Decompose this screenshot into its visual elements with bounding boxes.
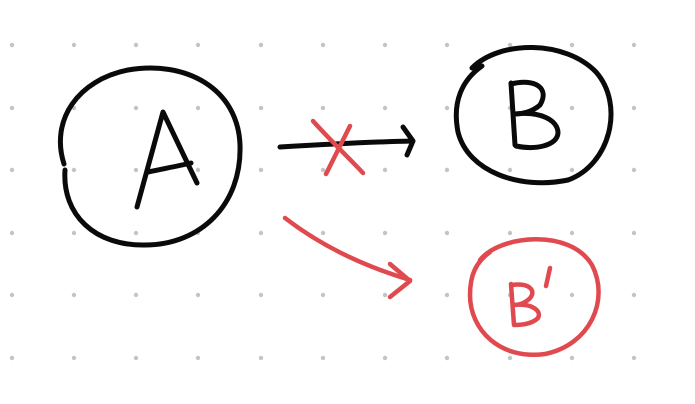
node-b-circle [453, 45, 614, 186]
grid-dot [569, 105, 575, 111]
grid-dot [631, 42, 637, 48]
grid-dot [507, 167, 513, 173]
grid-dot [444, 355, 450, 361]
grid-dot [9, 167, 15, 173]
grid-dot [320, 167, 326, 173]
grid-dot [258, 167, 264, 173]
grid-dot [71, 355, 77, 361]
grid-dot [320, 105, 326, 111]
edge-a-to-b-prime-arrowhead [387, 261, 413, 300]
grid-dot [320, 292, 326, 298]
grid-dot [71, 230, 77, 236]
dot-grid [9, 42, 637, 361]
node-b-prime-glyph [508, 265, 553, 328]
grid-dot [569, 230, 575, 236]
grid-dot [71, 292, 77, 298]
grid-dot [133, 42, 139, 48]
grid-dot [569, 355, 575, 361]
grid-dot [382, 355, 388, 361]
edge-a-to-b-cross-mark [310, 118, 366, 177]
grid-dot [444, 167, 450, 173]
grid-dot [195, 167, 201, 173]
grid-dot [569, 292, 575, 298]
grid-dot [258, 355, 264, 361]
grid-dot [507, 230, 513, 236]
grid-dot [382, 42, 388, 48]
grid-dot [195, 292, 201, 298]
grid-dot [382, 167, 388, 173]
edge-a-to-b-arrowhead [400, 124, 416, 158]
grid-dot [9, 105, 15, 111]
grid-dot [258, 292, 264, 298]
grid-dot [631, 292, 637, 298]
grid-dot [507, 42, 513, 48]
grid-dot [631, 230, 637, 236]
grid-dot [258, 42, 264, 48]
grid-dot [631, 105, 637, 111]
grid-dot [133, 230, 139, 236]
grid-dot [9, 355, 15, 361]
grid-dot [569, 42, 575, 48]
node-b-prime-circle [467, 237, 601, 358]
grid-dot [507, 355, 513, 361]
grid-dot [569, 167, 575, 173]
node-a: A [57, 65, 243, 248]
grid-dot [133, 105, 139, 111]
edge-a-to-b-line [277, 138, 415, 150]
grid-dot [9, 230, 15, 236]
grid-dot [382, 105, 388, 111]
grid-dot [258, 105, 264, 111]
grid-dot [631, 355, 637, 361]
grid-dot [444, 42, 450, 48]
grid-dot [133, 167, 139, 173]
grid-dot [320, 42, 326, 48]
grid-dot [9, 42, 15, 48]
grid-dot [320, 230, 326, 236]
grid-dot [71, 42, 77, 48]
grid-dot [195, 42, 201, 48]
node-b-prime: B' [467, 237, 601, 358]
grid-dot [444, 230, 450, 236]
grid-dot [195, 105, 201, 111]
grid-dot [71, 167, 77, 173]
edge-a-to-b [277, 118, 416, 177]
node-a-circle [57, 65, 243, 248]
grid-dot [133, 292, 139, 298]
grid-dot [444, 105, 450, 111]
grid-dot [382, 292, 388, 298]
edge-a-to-b-prime-line [282, 215, 413, 283]
grid-dot [133, 355, 139, 361]
grid-dot [320, 355, 326, 361]
grid-dot [195, 355, 201, 361]
grid-dot [9, 292, 15, 298]
node-b-glyph [508, 79, 561, 150]
node-a-glyph [134, 109, 200, 210]
grid-dot [382, 230, 388, 236]
grid-dot [444, 292, 450, 298]
node-b: B [453, 45, 614, 186]
grid-dot [631, 167, 637, 173]
grid-dot [258, 230, 264, 236]
edge-a-to-b-prime [282, 215, 413, 300]
